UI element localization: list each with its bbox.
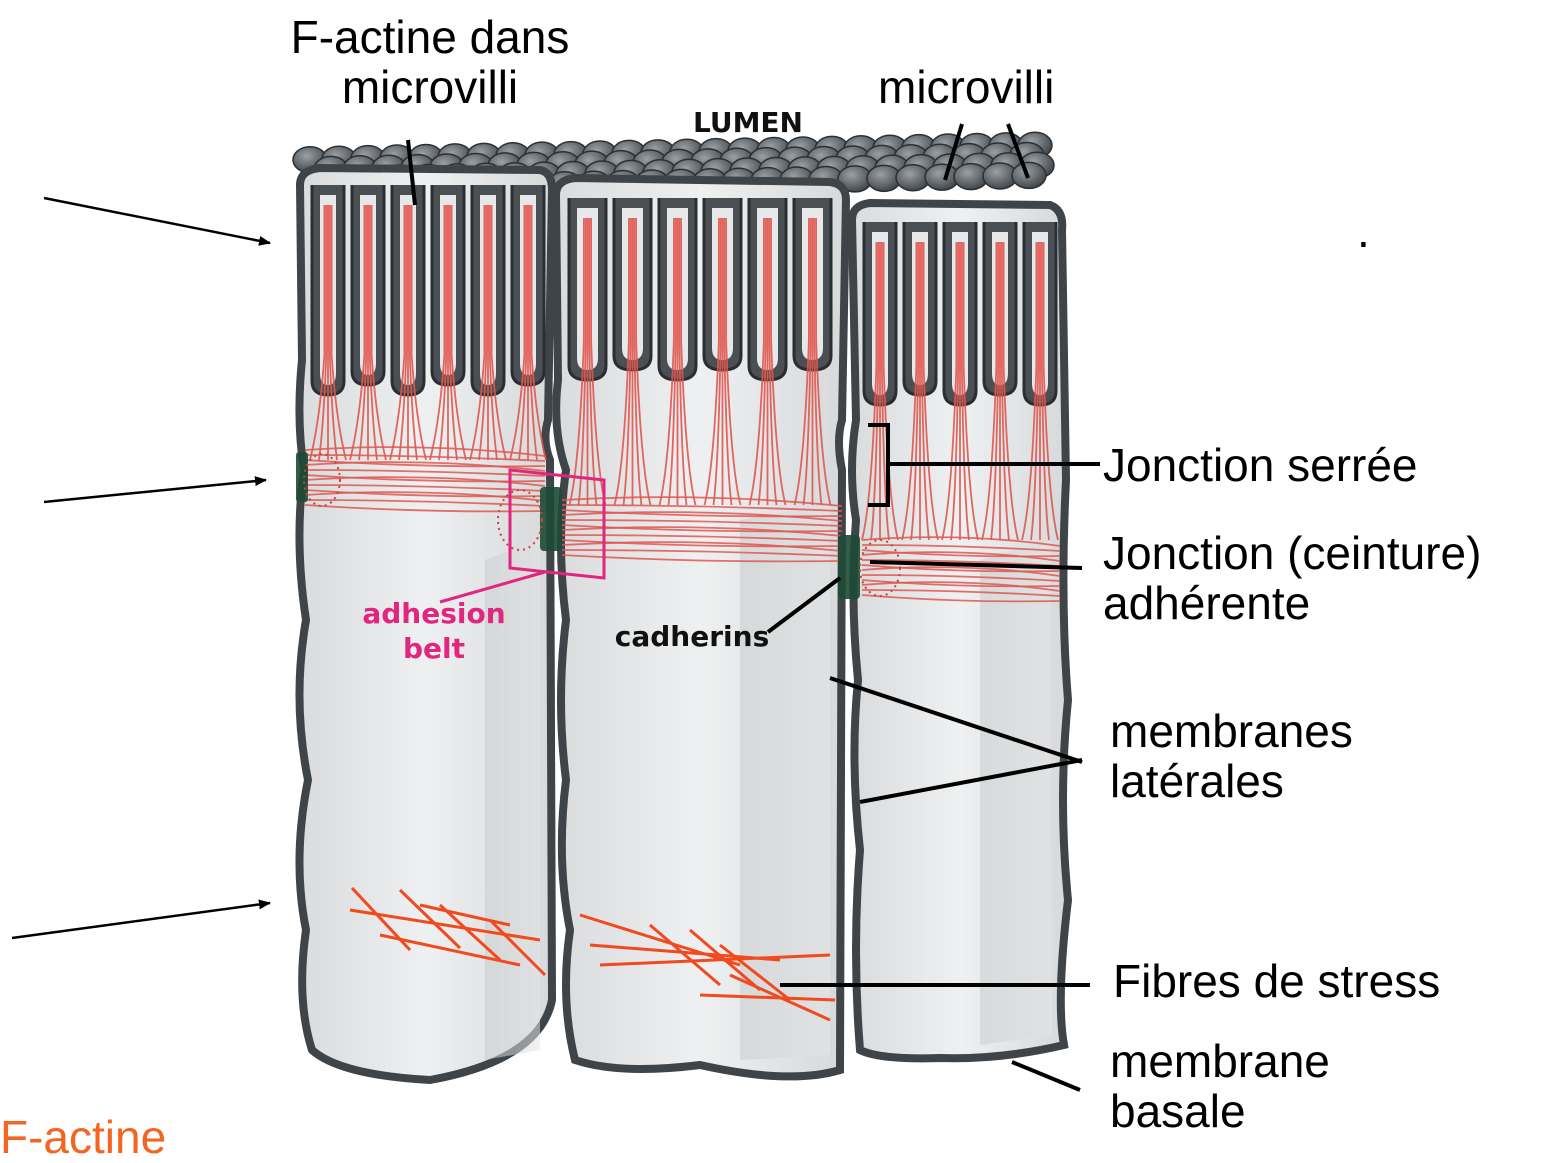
dot-mark: . [1357, 206, 1370, 256]
lumen-label: LUMEN [693, 106, 803, 139]
lateral-membranes-label: membranes latérales [1110, 706, 1353, 806]
adhesion-junction-1 [540, 487, 562, 551]
factin-microvilli-line1: F-actine dans [250, 12, 610, 62]
left-arrows [12, 198, 270, 938]
basal-membrane-line2: basale [1110, 1086, 1330, 1136]
basal-membrane-line1: membrane [1110, 1036, 1330, 1086]
microvilli-label: microvilli [878, 62, 1054, 112]
factin-microvilli-line2: microvilli [250, 62, 610, 112]
arrow-bottom [12, 903, 270, 938]
tight-junction-label: Jonction serrée [1103, 440, 1418, 490]
adhesion-belt-label-1: adhesion [362, 597, 505, 630]
basal-membrane-label: membrane basale [1110, 1036, 1330, 1136]
adherens-junction-line1: Jonction (ceinture) [1103, 528, 1481, 578]
stress-fibers-label: Fibres de stress [1113, 956, 1440, 1006]
cadherins-label: cadherins [615, 620, 769, 653]
lateral-membranes-line2: latérales [1110, 756, 1353, 806]
adherens-junction-label: Jonction (ceinture) adhérente [1103, 528, 1481, 628]
adhesion-junction-2 [838, 535, 860, 599]
factin-microvilli-label: F-actine dans microvilli [250, 12, 610, 112]
factin-bottom-label: F-actine [0, 1112, 166, 1162]
leader-basal [1012, 1062, 1080, 1090]
lateral-membranes-line1: membranes [1110, 706, 1353, 756]
arrow-middle [44, 480, 266, 502]
adherens-junction-line2: adhérente [1103, 578, 1481, 628]
adhesion-belt-label-2: belt [403, 632, 465, 665]
arrow-top [44, 198, 270, 243]
